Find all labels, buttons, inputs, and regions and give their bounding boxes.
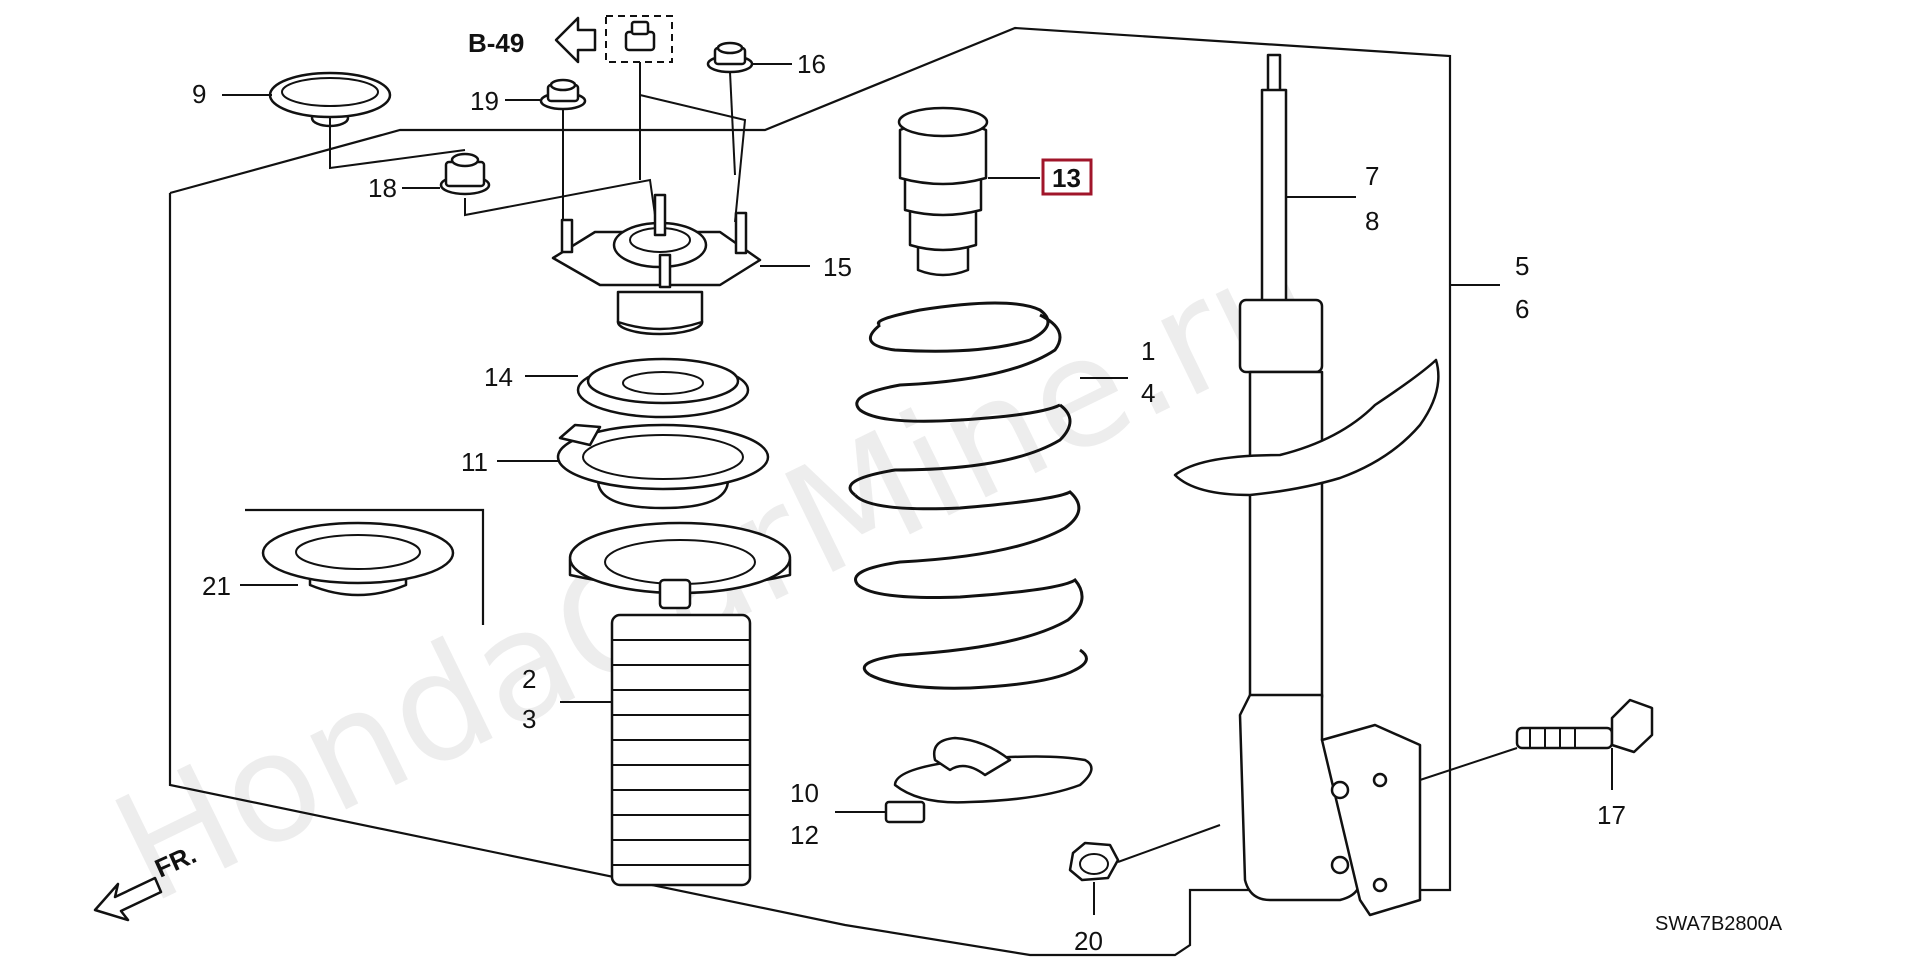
dust-boot-part[interactable] [610,613,752,887]
ref-page-label[interactable]: B-49 [468,28,524,58]
diagram-code: SWA7B2800A [1655,913,1783,935]
callout-19[interactable]: 19 [470,86,499,116]
callout-14[interactable]: 14 [484,362,513,392]
callout-21[interactable]: 21 [202,571,231,601]
flange-nut-16-part[interactable] [706,41,754,74]
highlight-box-13 [1041,158,1093,196]
callout-16[interactable]: 16 [797,49,826,79]
spring-mount-rubber-part[interactable] [576,357,750,419]
front-direction-icon [93,876,163,922]
callout-15[interactable]: 15 [823,252,852,282]
flange-bolt-part[interactable] [1515,698,1654,754]
callout-1[interactable]: 1 [1141,336,1155,366]
callout-8[interactable]: 8 [1365,206,1379,236]
flange-nut-19-part[interactable] [539,78,587,111]
callout-17[interactable]: 17 [1597,800,1626,830]
assembly-boundary [168,26,1452,957]
ref-nut-icon [624,20,656,52]
upper-spring-seat-part[interactable] [556,423,770,510]
shock-absorber-part[interactable] [1173,53,1440,917]
callout-12[interactable]: 12 [790,820,819,850]
callout-11[interactable]: 11 [461,447,488,477]
callout-6[interactable]: 6 [1515,294,1529,324]
bump-stop-part[interactable] [897,106,989,277]
callout-20[interactable]: 20 [1074,926,1103,956]
self-locking-nut-18-part[interactable] [439,152,491,196]
flange-nut-20-part[interactable] [1068,841,1120,882]
callout-13[interactable]: 13 [1052,163,1081,193]
callout-5[interactable]: 5 [1515,251,1529,281]
ref-arrow-icon [554,16,597,64]
callout-10[interactable]: 10 [790,778,819,808]
spring-seat-boundary [245,508,485,625]
callout-9[interactable]: 9 [192,79,206,109]
callout-4[interactable]: 4 [1141,378,1155,408]
callout-3[interactable]: 3 [522,704,536,734]
spring-seat-21-part[interactable] [261,521,455,597]
callout-18[interactable]: 18 [368,173,397,203]
lower-spring-insulator-part[interactable] [884,736,1093,824]
boot-seat-part[interactable] [568,521,792,610]
callout-2[interactable]: 2 [522,664,536,694]
strut-mount-part[interactable] [551,193,762,336]
coil-spring-part[interactable] [848,301,1088,690]
callout-7[interactable]: 7 [1365,161,1379,191]
